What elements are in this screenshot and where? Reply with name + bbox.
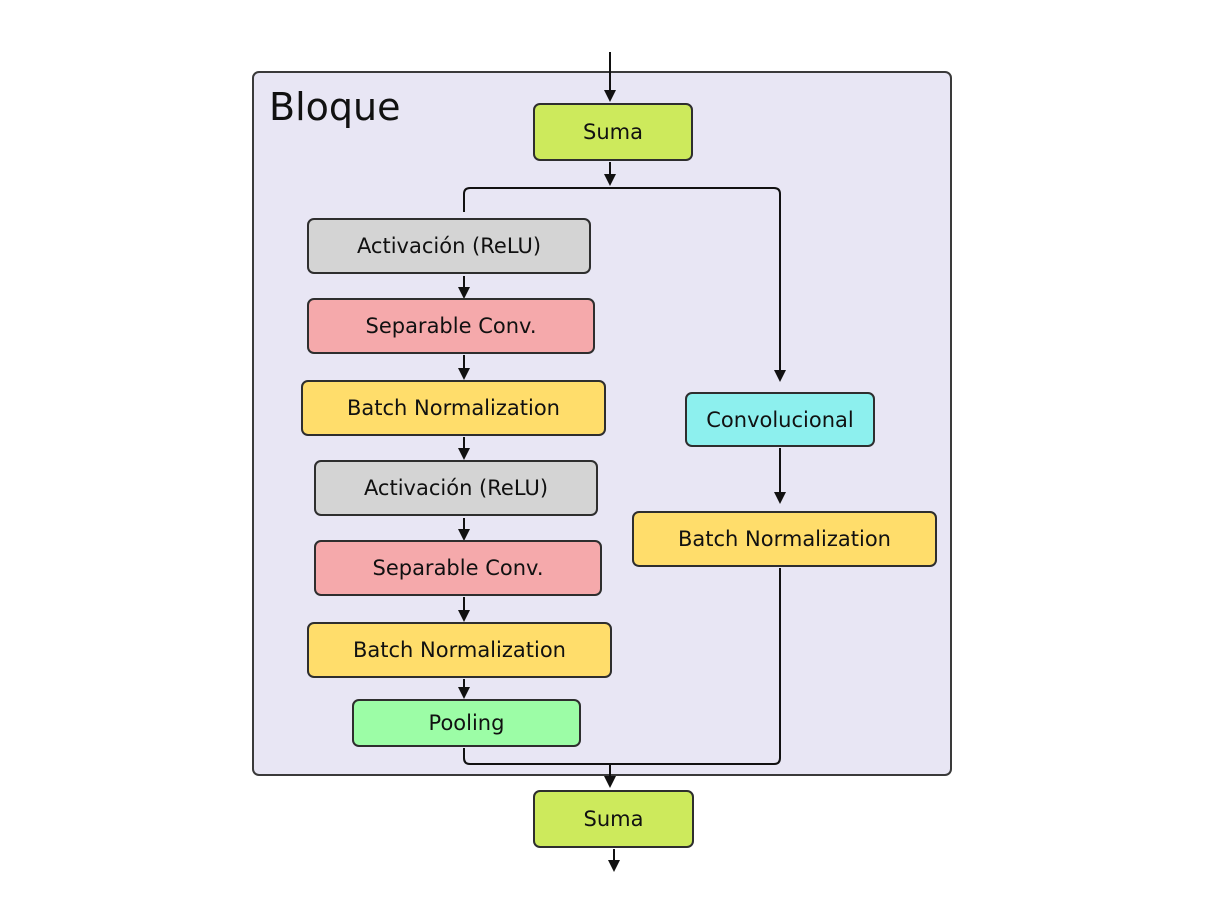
separable-conv-node-1: Separable Conv. [307, 298, 595, 354]
batch-normalization-residual-node: Batch Normalization [632, 511, 937, 567]
convolutional-node: Convolucional [685, 392, 875, 447]
suma-output-node: Suma [533, 790, 694, 848]
batch-normalization-node-1: Batch Normalization [301, 380, 606, 436]
separable-conv-node-2: Separable Conv. [314, 540, 602, 596]
edge-split-branches [463, 187, 786, 382]
activation-relu-node-2: Activación (ReLU) [314, 460, 598, 516]
suma-input-node: Suma [533, 103, 693, 161]
batch-normalization-node-2: Batch Normalization [307, 622, 612, 678]
pooling-node: Pooling [352, 699, 581, 747]
block-title: Bloque [269, 85, 401, 129]
activation-relu-node-1: Activación (ReLU) [307, 218, 591, 274]
edge-merge [463, 568, 781, 765]
